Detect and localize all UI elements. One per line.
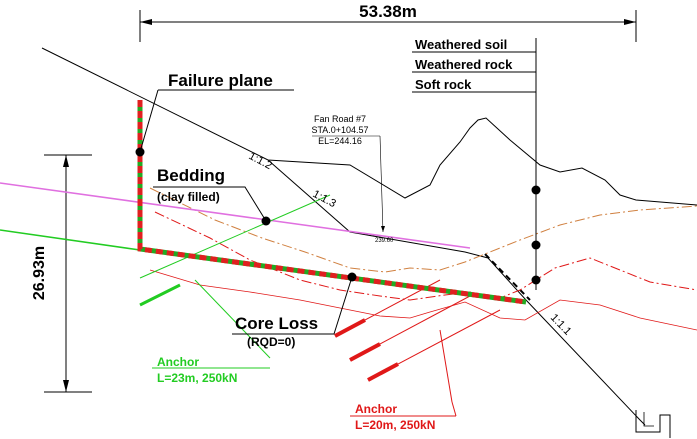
core-loss-callout: Core Loss (RQD=0) xyxy=(232,272,357,349)
bedding-line xyxy=(0,182,471,249)
soil-legend: Weathered soil Weathered rock Soft rock xyxy=(412,37,536,93)
slope-ratio-2: 1:1.3 xyxy=(311,188,338,210)
green-anchor-callout: Anchor L=23m, 250kN xyxy=(152,355,270,385)
legend-weathered-rock: Weathered rock xyxy=(415,57,513,72)
legend-soft-rock: Soft rock xyxy=(415,77,472,92)
width-dimension: 53.38m xyxy=(139,2,637,42)
height-dimension: 26.93m xyxy=(31,154,92,393)
width-dimension-label: 53.38m xyxy=(359,2,417,21)
bedding-sublabel: (clay filled) xyxy=(157,190,220,204)
red-anchor-spec: L=20m, 250kN xyxy=(355,418,435,432)
height-dimension-label: 26.93m xyxy=(31,246,48,300)
road-station: STA.0+104.57 xyxy=(311,125,368,135)
failure-plane-callout: Failure plane xyxy=(135,71,294,157)
failure-plane-label: Failure plane xyxy=(168,71,273,90)
red-anchors xyxy=(334,279,501,403)
legend-weathered-soil: Weathered soil xyxy=(415,37,507,52)
layer-boundaries xyxy=(149,187,697,331)
road-small-elevation: 239.60 xyxy=(375,238,394,244)
core-loss-label: Core Loss xyxy=(235,314,318,333)
red-anchor-callout: Anchor L=20m, 250kN xyxy=(350,401,457,432)
borehole xyxy=(531,38,541,290)
road-elevation: EL=244.16 xyxy=(318,136,362,146)
slope-ratio-1: 1:1.2 xyxy=(247,150,274,172)
slope-ratio-3: 1:1.1 xyxy=(548,312,574,338)
green-anchor-lines xyxy=(0,194,331,359)
bedding-callout: Bedding (clay filled) xyxy=(153,166,271,226)
green-anchor-label: Anchor xyxy=(157,355,199,369)
red-anchor-label: Anchor xyxy=(355,402,397,416)
road-name: Fan Road #7 xyxy=(314,114,366,124)
core-loss-sublabel: (RQD=0) xyxy=(247,335,295,349)
bedding-label: Bedding xyxy=(157,166,225,185)
green-anchor-spec: L=23m, 250kN xyxy=(157,371,237,385)
road-annotation: Fan Road #7 STA.0+104.57 EL=244.16 239.6… xyxy=(311,114,394,244)
